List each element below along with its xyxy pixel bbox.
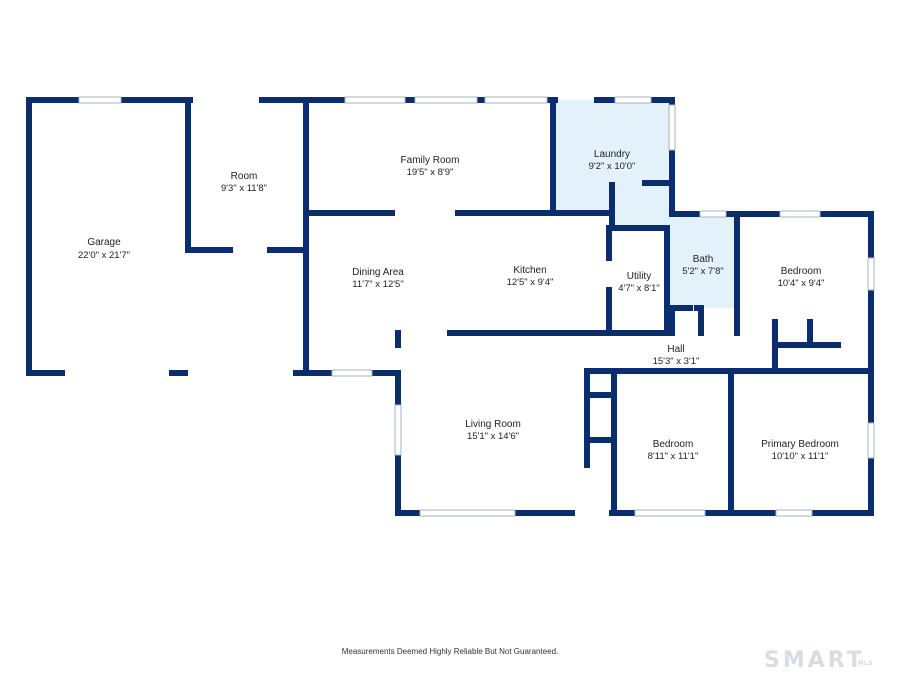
room-name-bedroom-1: Bedroom [781,266,822,277]
room-name-utility: Utility [627,271,651,282]
disclaimer: Measurements Deemed Highly Reliable But … [341,647,559,656]
room-name-living-room: Living Room [465,419,521,430]
logo-subtext: MLS [858,660,874,667]
room-dim-garage: 22'0" x 21'7" [78,250,130,261]
room-name-kitchen: Kitchen [513,265,546,276]
room-name-hall: Hall [667,344,684,355]
room-dim-kitchen: 12'5" x 9'4" [507,277,554,288]
room-dim-dining-area: 11'7" x 12'5" [352,279,403,290]
room-name-dining-area: Dining Area [352,267,404,278]
room-dim-laundry: 9'2" x 10'0" [589,161,636,172]
room-dim-utility: 4'7" x 8'1" [618,283,660,294]
room-dim-bath: 5'2" x 7'8" [682,266,724,277]
room-name-bedroom-2: Bedroom [653,439,694,450]
logo-text: SMART [764,648,865,673]
room-name-primary-bedroom: Primary Bedroom [761,439,839,450]
room-dim-living-room: 15'1" x 14'6" [467,431,519,442]
room-dim-family-room: 19'5" x 8'9" [407,167,454,178]
room-dim-bedroom-1: 10'4" x 9'4" [778,278,825,289]
room-name-room: Room [231,171,258,182]
room-dim-room: 9'3" x 11'8" [221,183,267,194]
room-name-laundry: Laundry [594,149,630,160]
bath-fill [669,214,736,308]
windows [78,96,875,517]
room-name-family-room: Family Room [401,155,460,166]
room-name-garage: Garage [87,237,121,248]
smart-mls-logo: SMART MLS [764,648,894,673]
room-dim-primary-bedroom: 10'10" x 11'1" [772,451,829,462]
room-labels: Garage 22'0" x 21'7" Room 9'3" x 11'8" F… [78,149,839,462]
laundry-fill [555,100,672,226]
room-dim-hall: 15'3" x 3'1" [653,356,700,367]
room-dim-bedroom-2: 8'11" x 11'1" [648,451,699,462]
room-name-bath: Bath [693,254,714,265]
